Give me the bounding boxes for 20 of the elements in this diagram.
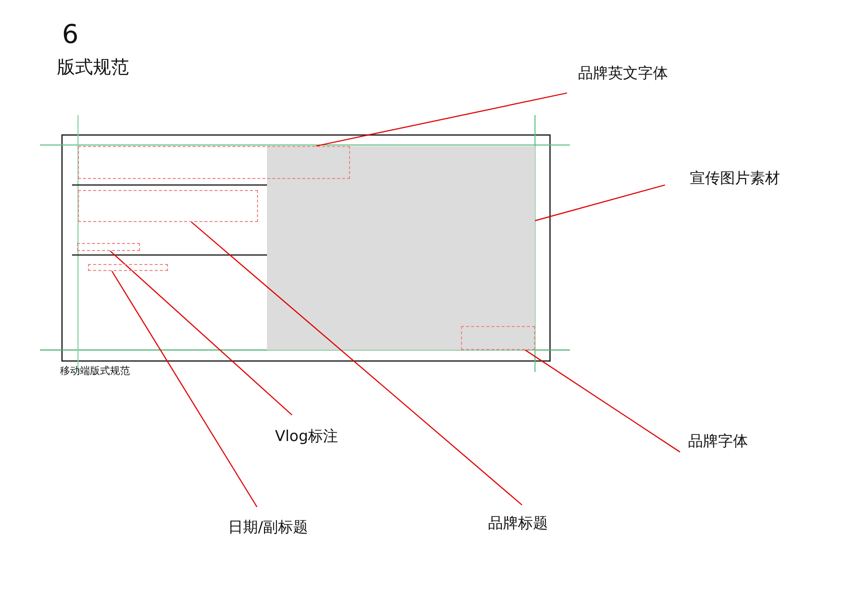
text-placeholder [78, 190, 258, 222]
callout-label: 日期/副标题 [228, 518, 308, 536]
leader-line [111, 270, 258, 508]
callout-label: 品牌英文字体 [578, 64, 668, 82]
text-placeholder [77, 243, 140, 251]
callout-label: 宣传图片素材 [690, 169, 780, 187]
leader-line [316, 92, 568, 147]
page-title: 版式规范 [57, 57, 129, 79]
leader-line [524, 350, 680, 452]
leader-line [191, 222, 522, 506]
callout-label: Vlog标注 [275, 427, 338, 445]
text-placeholder [88, 264, 168, 271]
image-placeholder [267, 146, 535, 350]
section-number: 6 [62, 20, 79, 51]
text-placeholder [461, 326, 535, 350]
leader-line [534, 184, 666, 222]
leader-line [110, 250, 292, 416]
callout-label: 品牌字体 [688, 432, 748, 450]
figure-caption: 移动端版式规范 [60, 366, 130, 378]
callout-label: 品牌标题 [488, 514, 548, 532]
